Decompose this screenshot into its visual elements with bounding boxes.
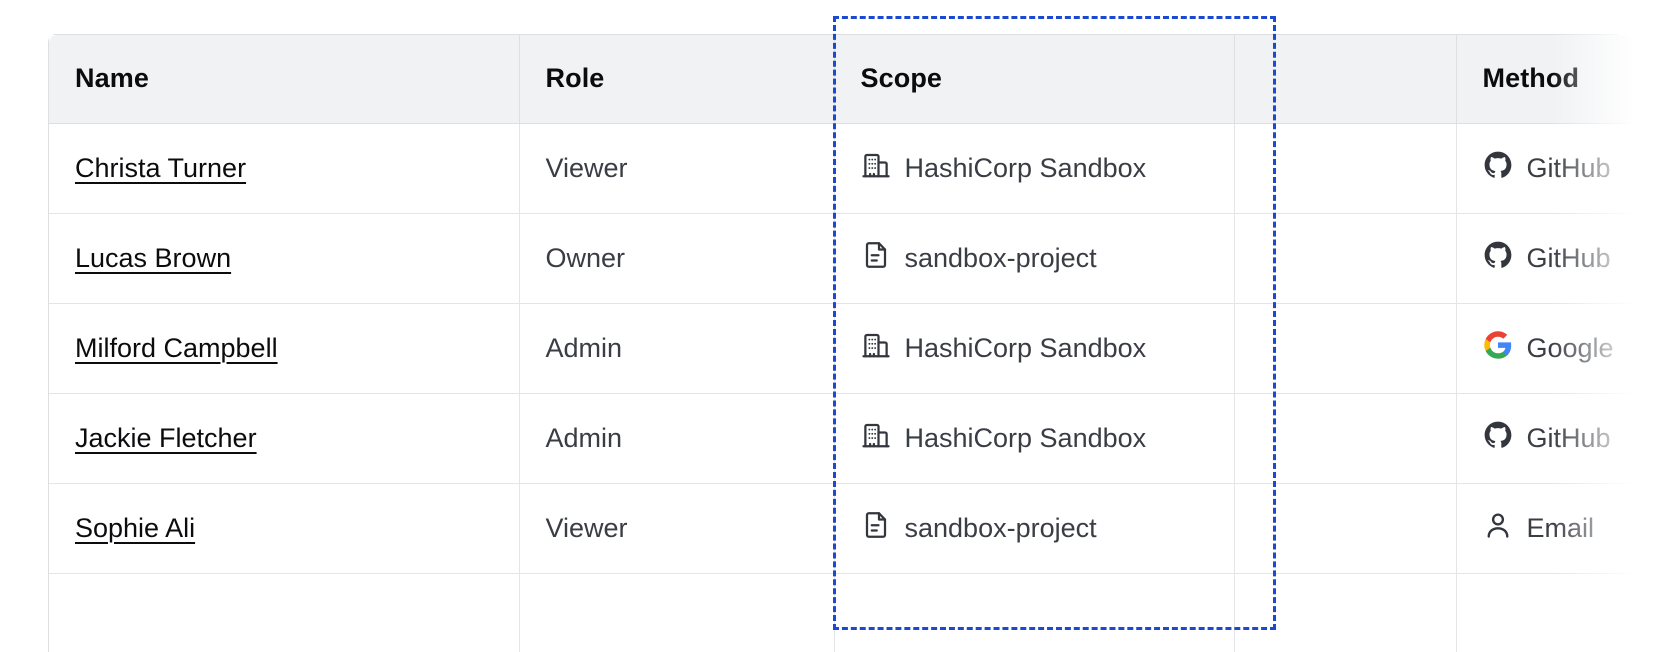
member-name-link[interactable]: Sophie Ali bbox=[75, 512, 196, 543]
members-table-scroll-area[interactable]: Name Role Scope Method Christa Turner Vi… bbox=[48, 34, 1672, 652]
cell-name bbox=[49, 573, 520, 652]
cell-method: Email bbox=[1456, 483, 1672, 574]
table-row: Christa Turner Viewer bbox=[49, 123, 1672, 214]
member-name-link[interactable]: Christa Turner bbox=[75, 152, 247, 183]
cell-blank bbox=[1234, 483, 1457, 574]
scope-label: HashiCorp Sandbox bbox=[904, 332, 1147, 363]
table-header: Name Role Scope Method bbox=[49, 35, 1672, 124]
github-icon bbox=[1483, 150, 1513, 187]
cell-method: GitHub bbox=[1456, 123, 1672, 214]
cell-scope bbox=[834, 573, 1235, 652]
organization-building-icon bbox=[861, 150, 891, 187]
column-header-method[interactable]: Method bbox=[1456, 35, 1672, 124]
member-name-link[interactable]: Milford Campbell bbox=[75, 332, 278, 363]
scope-label: HashiCorp Sandbox bbox=[904, 152, 1147, 183]
cell-blank bbox=[1234, 303, 1457, 394]
cell-role bbox=[519, 573, 835, 652]
table-row: Sophie Ali Viewer bbox=[49, 483, 1672, 574]
column-header-blank bbox=[1234, 35, 1457, 124]
user-person-icon bbox=[1483, 510, 1513, 547]
table-row bbox=[49, 573, 1672, 652]
member-name-link[interactable]: Lucas Brown bbox=[75, 242, 232, 273]
cell-method bbox=[1456, 573, 1672, 652]
cell-name: Jackie Fletcher bbox=[49, 393, 520, 484]
members-table: Name Role Scope Method Christa Turner Vi… bbox=[49, 35, 1672, 652]
cell-name: Sophie Ali bbox=[49, 483, 520, 574]
table-body: Christa Turner Viewer bbox=[49, 123, 1672, 652]
table-row: Milford Campbell Admin bbox=[49, 303, 1672, 394]
cell-name: Lucas Brown bbox=[49, 213, 520, 304]
cell-method: GitHub bbox=[1456, 393, 1672, 484]
cell-blank bbox=[1234, 213, 1457, 304]
organization-building-icon bbox=[861, 420, 891, 457]
organization-building-icon bbox=[861, 330, 891, 367]
column-header-scope[interactable]: Scope bbox=[834, 35, 1235, 124]
column-header-name[interactable]: Name bbox=[49, 35, 520, 124]
column-header-role[interactable]: Role bbox=[519, 35, 835, 124]
cell-role: Admin bbox=[519, 393, 835, 484]
cell-name: Christa Turner bbox=[49, 123, 520, 214]
cell-scope: HashiCorp Sandbox bbox=[834, 393, 1235, 484]
cell-blank bbox=[1234, 573, 1457, 652]
cell-scope: HashiCorp Sandbox bbox=[834, 123, 1235, 214]
cell-role: Viewer bbox=[519, 123, 835, 214]
method-label: Email bbox=[1526, 512, 1595, 543]
github-icon bbox=[1483, 240, 1513, 277]
method-label: GitHub bbox=[1526, 152, 1611, 183]
cell-method: GitHub bbox=[1456, 213, 1672, 304]
scope-label: sandbox-project bbox=[904, 242, 1097, 273]
table-row: Jackie Fletcher Admin bbox=[49, 393, 1672, 484]
cell-role: Viewer bbox=[519, 483, 835, 574]
cell-role: Admin bbox=[519, 303, 835, 394]
method-label: GitHub bbox=[1526, 422, 1611, 453]
cell-scope: sandbox-project bbox=[834, 213, 1235, 304]
cell-scope: sandbox-project bbox=[834, 483, 1235, 574]
cell-scope: HashiCorp Sandbox bbox=[834, 303, 1235, 394]
github-icon bbox=[1483, 420, 1513, 457]
scope-label: HashiCorp Sandbox bbox=[904, 422, 1147, 453]
cell-name: Milford Campbell bbox=[49, 303, 520, 394]
project-document-icon bbox=[861, 510, 891, 547]
project-document-icon bbox=[861, 240, 891, 277]
google-icon bbox=[1483, 330, 1513, 367]
table-row: Lucas Brown Owner bbox=[49, 213, 1672, 304]
method-label: GitHub bbox=[1526, 242, 1611, 273]
header-row: Name Role Scope Method bbox=[49, 35, 1672, 124]
scope-label: sandbox-project bbox=[904, 512, 1097, 543]
members-table-card: Name Role Scope Method Christa Turner Vi… bbox=[48, 34, 1672, 652]
cell-method: Google bbox=[1456, 303, 1672, 394]
cell-blank bbox=[1234, 123, 1457, 214]
cell-blank bbox=[1234, 393, 1457, 484]
method-label: Google bbox=[1526, 332, 1614, 363]
member-name-link[interactable]: Jackie Fletcher bbox=[75, 422, 257, 453]
cell-role: Owner bbox=[519, 213, 835, 304]
